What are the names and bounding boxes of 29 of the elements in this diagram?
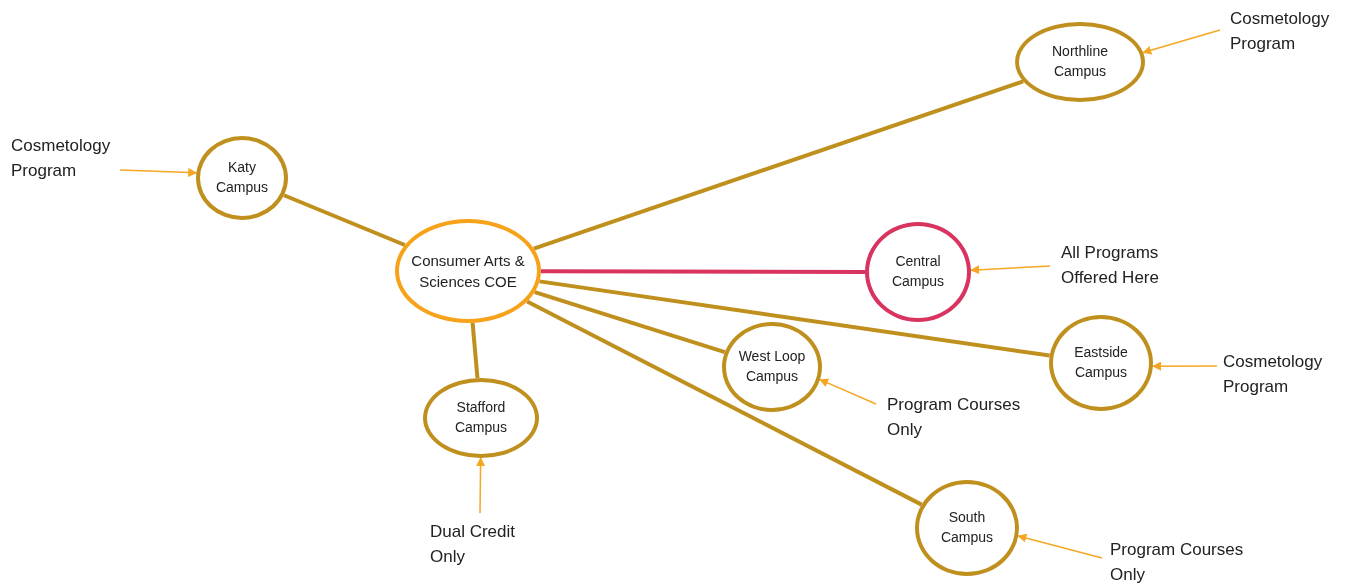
- connector-line: [534, 290, 726, 354]
- connector-line: [533, 79, 1024, 251]
- annotation-text: Cosmetology Program: [1230, 8, 1346, 54]
- annotation-text: Cosmetology Program: [1223, 351, 1339, 397]
- annotation-text: Program Courses Only: [887, 394, 1037, 440]
- arrow: [1142, 29, 1221, 55]
- campus-ellipse: Northline Campus: [1015, 22, 1145, 102]
- campus-ellipse: Stafford Campus: [423, 378, 539, 458]
- annotation-text: Program Courses Only: [1110, 539, 1260, 585]
- campus-ellipse: Katy Campus: [196, 136, 288, 220]
- campus-ellipse: South Campus: [915, 480, 1019, 576]
- connector-line: [541, 269, 865, 274]
- annotation-text: All Programs Offered Here: [1061, 242, 1179, 288]
- campus-ellipse: Central Campus: [865, 222, 971, 322]
- arrow: [970, 265, 1051, 275]
- annotation-text: Cosmetology Program: [11, 135, 121, 181]
- connector-line: [470, 322, 480, 379]
- arrow: [119, 168, 198, 177]
- connector-line: [283, 193, 406, 247]
- connector-line: [526, 299, 923, 507]
- arrow: [1017, 533, 1103, 559]
- center-ellipse: Consumer Arts & Sciences COE: [395, 219, 541, 323]
- arrow: [476, 457, 486, 514]
- connector-line: [539, 279, 1050, 358]
- campus-ellipse: Eastside Campus: [1049, 315, 1153, 411]
- arrow: [1152, 361, 1218, 371]
- annotation-text: Dual Credit Only: [430, 521, 530, 567]
- arrow: [819, 378, 877, 405]
- campus-ellipse: West Loop Campus: [722, 322, 822, 412]
